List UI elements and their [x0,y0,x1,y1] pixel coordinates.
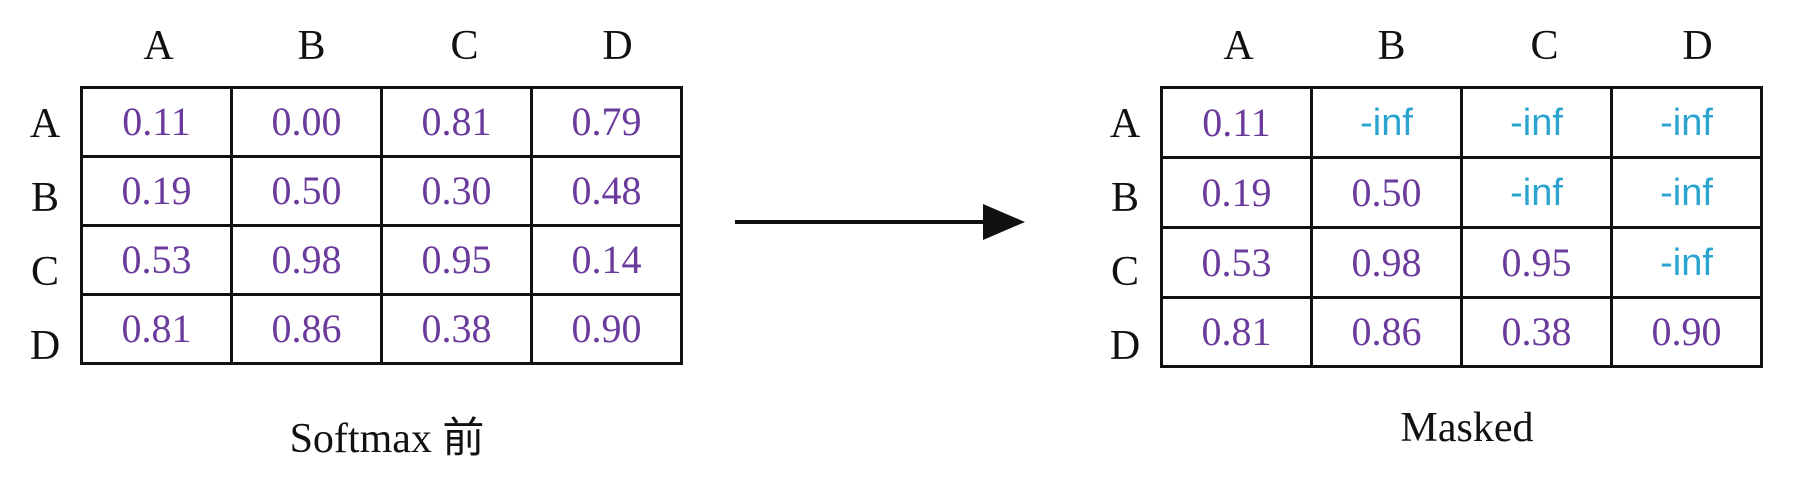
masked-cell-value: -inf [1660,172,1713,214]
matrix-cell: 0.95 [380,224,533,296]
right-row-label-d: D [1109,323,1141,369]
matrix-cell: -inf [1610,156,1763,229]
matrix-cell: 0.30 [380,155,533,227]
left-col-label-d: D [602,23,633,69]
cell-value: 0.81 [1201,309,1272,354]
cell-value: 0.38 [421,306,492,351]
table-row: 0.53 0.98 0.95 0.14 [80,224,683,296]
cell-value: 0.50 [271,168,342,213]
right-col-label-d: D [1682,23,1713,69]
matrix-cell: 0.11 [1160,86,1313,159]
matrix-cell: 0.53 [1160,226,1313,299]
masked-cell-value: -inf [1660,242,1713,284]
right-col-label-a: A [1223,23,1254,69]
cell-value: 0.81 [421,99,492,144]
table-row: 0.81 0.86 0.38 0.90 [1160,296,1763,368]
cell-value: 0.19 [121,168,192,213]
matrix-cell: 0.95 [1460,226,1613,299]
matrix-cell: 0.00 [230,86,383,158]
matrix-cell: 0.90 [530,293,683,365]
right-caption: Masked [1400,405,1534,451]
cell-value: 0.50 [1351,169,1422,215]
table-row: 0.11 0.00 0.81 0.79 [80,86,683,158]
cell-value: 0.90 [1651,309,1722,354]
matrix-cell: -inf [1610,86,1763,159]
left-col-label-c: C [450,23,479,69]
left-matrix-panel: A B C D A B C D 0.11 0.00 0.81 0.79 0.19… [20,24,700,464]
cell-value: 0.98 [271,237,342,282]
left-caption: Softmax 前 [289,416,485,462]
right-col-label-c: C [1530,23,1559,69]
cell-value: 0.86 [271,306,342,351]
left-row-label-c: C [30,249,59,295]
matrix-cell: 0.81 [1160,296,1313,368]
matrix-cell: 0.98 [1310,226,1463,299]
table-row: 0.19 0.50 0.30 0.48 [80,155,683,227]
right-arrow-icon [735,204,1025,240]
cell-value: 0.48 [571,168,642,213]
matrix-cell: 0.48 [530,155,683,227]
cell-value: 0.53 [121,237,192,282]
masked-cell-value: -inf [1510,102,1563,144]
table-row: 0.81 0.86 0.38 0.90 [80,293,683,365]
right-matrix-panel: A B C D A B C D 0.11 -inf -inf -inf 0.19… [1090,24,1790,464]
cell-value: 0.95 [1501,239,1572,285]
cell-value: 0.14 [571,237,642,282]
matrix-cell: 0.38 [1460,296,1613,368]
matrix-cell: 0.53 [80,224,233,296]
matrix-cell: 0.50 [1310,156,1463,229]
matrix-cell: -inf [1460,156,1613,229]
cell-value: 0.95 [421,237,492,282]
matrix-cell: 0.81 [380,86,533,158]
masked-cell-value: -inf [1360,102,1413,144]
matrix-cell: 0.19 [1160,156,1313,229]
right-row-label-c: C [1110,249,1139,295]
matrix-cell: 0.38 [380,293,533,365]
left-row-label-d: D [29,323,61,369]
left-row-label-b: B [30,175,59,221]
matrix-cell: -inf [1610,226,1763,299]
cell-value: 0.30 [421,168,492,213]
matrix-cell: 0.90 [1610,296,1763,368]
matrix-cell: 0.98 [230,224,383,296]
cell-value: 0.90 [571,306,642,351]
matrix-cell: 0.86 [230,293,383,365]
masked-cell-value: -inf [1660,102,1713,144]
cell-value: 0.81 [121,306,192,351]
table-row: 0.19 0.50 -inf -inf [1160,156,1763,229]
right-row-label-a: A [1109,101,1141,147]
right-row-label-b: B [1110,175,1139,221]
matrix-cell: 0.11 [80,86,233,158]
cell-value: 0.19 [1201,169,1272,215]
table-row: 0.11 -inf -inf -inf [1160,86,1763,159]
left-col-label-a: A [143,23,174,69]
cell-value: 0.53 [1201,239,1272,285]
matrix-cell: 0.19 [80,155,233,227]
left-col-label-b: B [297,23,326,69]
table-row: 0.53 0.98 0.95 -inf [1160,226,1763,299]
cell-value: 0.98 [1351,239,1422,285]
matrix-cell: 0.79 [530,86,683,158]
matrix-cell: 0.50 [230,155,383,227]
matrix-cell: 0.14 [530,224,683,296]
left-row-label-a: A [29,101,61,147]
masked-cell-value: -inf [1510,172,1563,214]
matrix-cell: -inf [1310,86,1463,159]
cell-value: 0.86 [1351,309,1422,354]
cell-value: 0.38 [1501,309,1572,354]
cell-value: 0.79 [571,99,642,144]
cell-value: 0.00 [271,99,342,144]
right-masked-matrix: 0.11 -inf -inf -inf 0.19 0.50 -inf -inf … [1160,86,1763,368]
cell-value: 0.11 [122,99,191,144]
cell-value: 0.11 [1202,99,1271,145]
right-col-label-b: B [1377,23,1406,69]
matrix-cell: 0.81 [80,293,233,365]
matrix-cell: -inf [1460,86,1613,159]
left-score-matrix: 0.11 0.00 0.81 0.79 0.19 0.50 0.30 0.48 … [80,86,683,365]
matrix-cell: 0.86 [1310,296,1463,368]
